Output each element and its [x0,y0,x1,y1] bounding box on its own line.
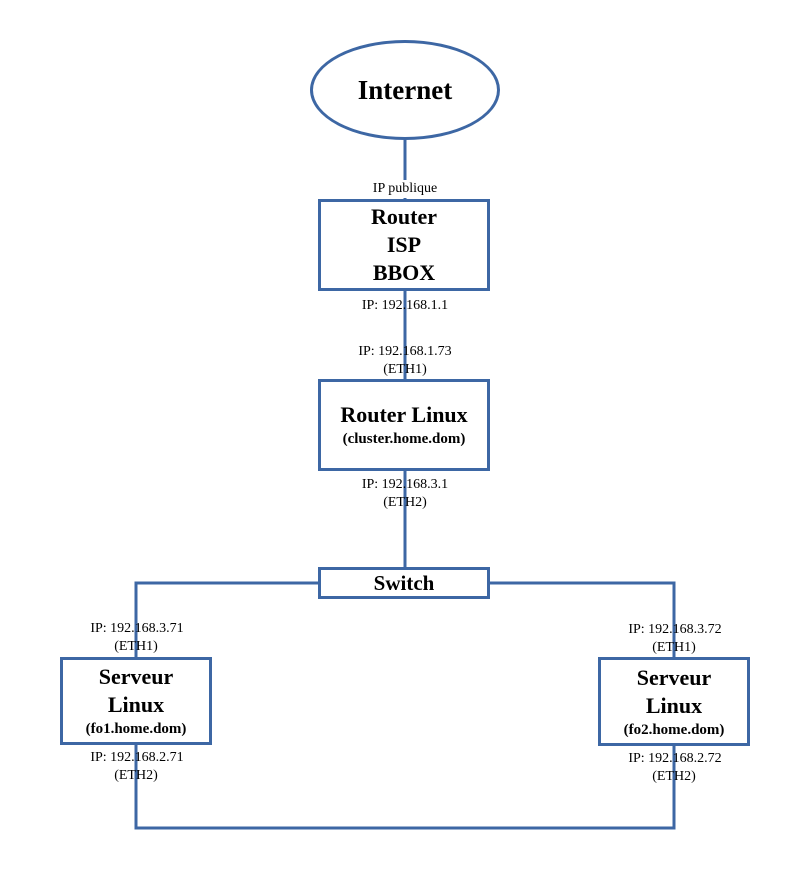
server1-eth2-if: (ETH2) [114,768,158,783]
isp-public-ip-label: IP publique [355,180,455,198]
linux-router-hostname: (cluster.home.dom) [342,431,466,447]
link-server1-server2 [134,744,676,830]
linux-router-eth2-ip: IP: 192.168.3.1 [361,477,449,492]
server2-line-2: Linux [645,692,703,718]
server1-eth1-if: (ETH1) [114,639,158,654]
switch-node: Switch [318,567,490,599]
server1-eth2-ip: IP: 192.168.2.71 [90,750,184,765]
internet-label: Internet [357,74,453,105]
server1-hostname: (fo1.home.dom) [85,721,187,737]
isp-lan-ip-label: IP: 192.168.1.1 [361,298,449,313]
internet-node: Internet [310,40,500,140]
linux-router-eth1-if: (ETH1) [383,362,427,377]
link-switch-server2 [490,581,676,658]
isp-router-line-3: BBOX [372,260,436,285]
link-switch-server1 [134,581,320,658]
server2-eth1-ip: IP: 192.168.3.72 [628,622,722,637]
linux-router-eth2-if: (ETH2) [383,495,427,510]
isp-router-line-1: Router [371,204,437,229]
server1-line-1: Serveur [98,664,174,689]
linux-router-eth1-ip: IP: 192.168.1.73 [358,344,452,359]
server2-line-1: Serveur [636,664,712,690]
isp-router-line-2: ISP [386,232,422,257]
server2-node: Serveur Linux (fo2.home.dom) [598,657,750,746]
server2-eth2-if: (ETH2) [652,769,696,784]
server2-hostname: (fo2.home.dom) [623,721,725,738]
linux-router-title: Router Linux [340,402,468,427]
server1-node: Serveur Linux (fo1.home.dom) [60,657,212,745]
server1-eth1-ip: IP: 192.168.3.71 [90,621,184,636]
switch-label: Switch [373,571,435,595]
isp-router-node: Router ISP BBOX [318,199,490,291]
server2-eth2-ip: IP: 192.168.2.72 [628,751,722,766]
server1-line-2: Linux [107,692,165,717]
linux-router-node: Router Linux (cluster.home.dom) [318,379,490,471]
server2-eth1-if: (ETH1) [652,640,696,655]
